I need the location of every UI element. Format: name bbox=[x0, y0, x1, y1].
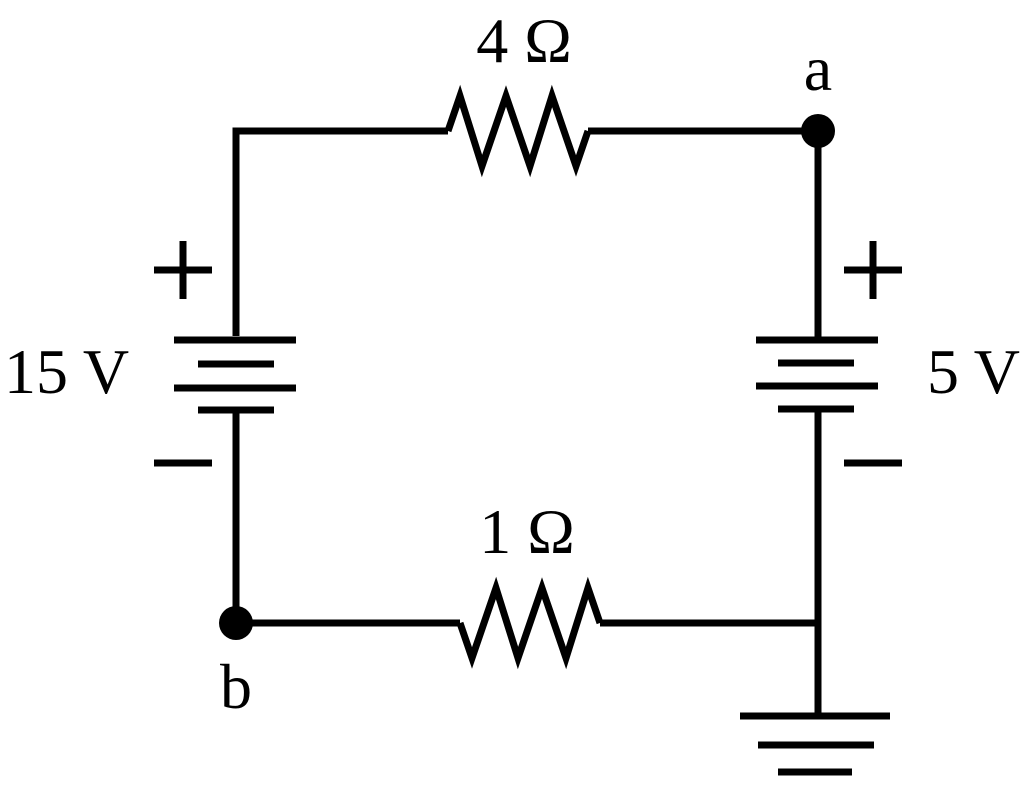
battery-5v bbox=[756, 336, 878, 413]
label-node-b: b bbox=[220, 651, 252, 722]
resistor-1-ohm bbox=[456, 576, 604, 670]
plus-sign-right bbox=[844, 241, 902, 299]
node-a-dot bbox=[801, 114, 835, 148]
resistor-4-ohm bbox=[444, 84, 592, 178]
label-5-volt: 5 V bbox=[927, 336, 1020, 407]
plus-sign-left bbox=[154, 241, 212, 299]
label-1-ohm: 1 Ω bbox=[479, 496, 575, 567]
label-node-a: a bbox=[804, 33, 832, 104]
ground-symbol bbox=[740, 712, 890, 776]
node-b-dot bbox=[219, 606, 253, 640]
top-left-wire bbox=[232, 127, 448, 336]
label-4-ohm: 4 Ω bbox=[476, 5, 572, 76]
label-15-volt: 15 V bbox=[4, 336, 129, 407]
battery-15v bbox=[174, 336, 296, 414]
